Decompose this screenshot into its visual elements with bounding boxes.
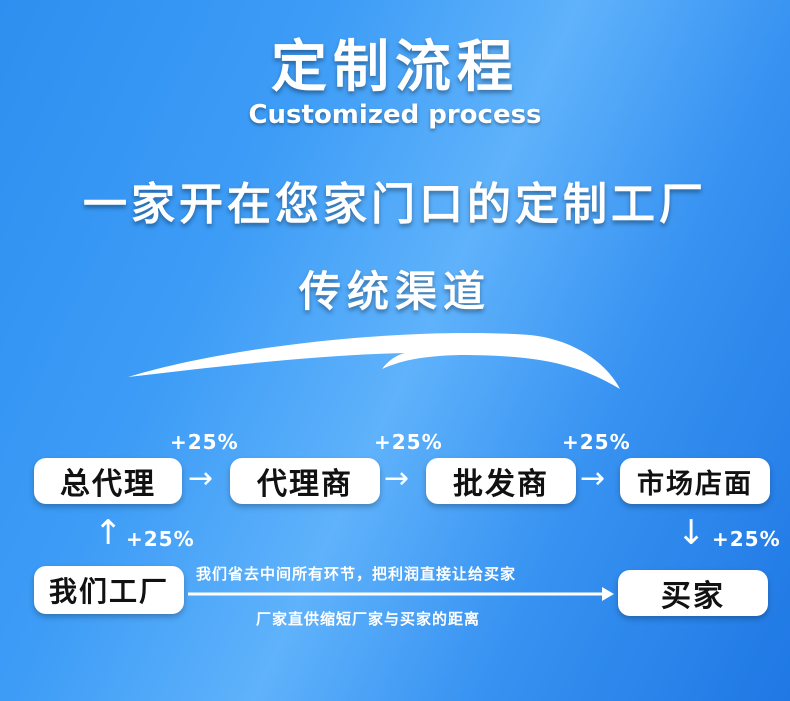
arrow-up-icon: ↑ xyxy=(94,513,123,553)
markup-label: +25% xyxy=(562,430,631,454)
slogan: 一家开在您家门口的定制工厂 xyxy=(83,179,707,230)
node-our-factory: 我们工厂 xyxy=(34,566,184,614)
markup-label: +25% xyxy=(126,527,195,551)
node-store: 市场店面 xyxy=(620,458,770,504)
markup-label: +25% xyxy=(374,430,443,454)
long-arrow-icon xyxy=(188,587,614,601)
arrow-down-icon: ↓ xyxy=(677,513,706,553)
node-general-agent: 总代理 xyxy=(34,458,182,504)
page-title: 定制流程 xyxy=(271,35,519,100)
node-wholesaler: 批发商 xyxy=(426,458,576,504)
markup-label: +25% xyxy=(712,527,781,551)
arrow-right-icon: → xyxy=(384,461,410,496)
direct-note-top: 我们省去中间所有环节，把利润直接让给买家 xyxy=(196,565,517,583)
direct-note-bottom: 厂家直供缩短厂家与买家的距离 xyxy=(256,610,481,628)
arrow-right-icon: → xyxy=(188,461,214,496)
channel-heading: 传统渠道 xyxy=(298,267,491,316)
page-subtitle: Customized process xyxy=(248,100,542,130)
markup-label: +25% xyxy=(170,430,239,454)
node-agent: 代理商 xyxy=(230,458,380,504)
swoosh-decoration xyxy=(128,332,620,389)
node-buyer: 买家 xyxy=(618,570,768,616)
arrow-right-icon: → xyxy=(580,461,606,496)
